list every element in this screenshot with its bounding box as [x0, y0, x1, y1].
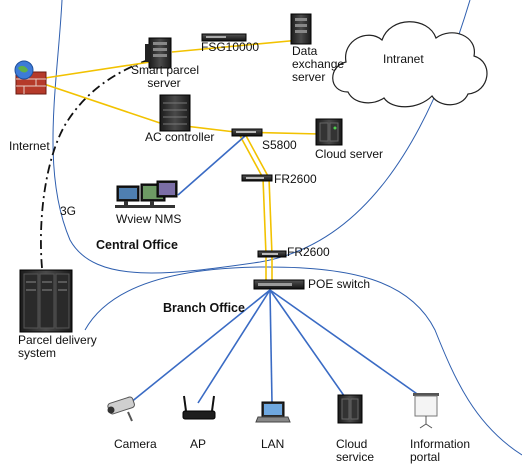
poe-switch-label: POE switch [308, 277, 371, 291]
parcel-delivery-system-label-line-2: system [18, 346, 57, 360]
data-exchange-server-label-line-2: exchange [292, 57, 345, 71]
ac-controller-icon [159, 94, 191, 132]
intranet-label: Intranet [383, 52, 424, 66]
wan-links [31, 39, 321, 282]
wview-nms-workstation-icon [115, 180, 178, 208]
poe-switch-icon [253, 279, 305, 290]
projector-screen-icon [413, 393, 439, 429]
branch-office-boundary [84, 266, 522, 456]
lan-label: LAN [261, 437, 285, 451]
fr2600-branch-label: FR2600 [287, 245, 330, 259]
smart-parcel-server-label: Smart parcel server [131, 63, 200, 90]
parcel-delivery-system-icon [19, 269, 73, 333]
fr2600-branch-router-icon [257, 250, 287, 258]
security-camera-icon [107, 396, 135, 422]
ac-controller-label: AC controller [145, 130, 215, 144]
cloud-service-label: Cloud service [336, 438, 374, 464]
lan-links [129, 135, 421, 404]
data-exchange-server-label: Data exchange server [292, 45, 344, 84]
cloud-server-icon [315, 118, 343, 146]
smart-parcel-server-label-line-1: Smart parcel [131, 63, 200, 77]
smart-parcel-server-icon [145, 37, 172, 69]
fsg10000-label: FSG10000 [201, 40, 260, 54]
data-exchange-server-label-line-3: server [292, 70, 326, 84]
data-exchange-server-label-line-1: Data [292, 44, 318, 58]
information-portal-label-line-1: Information [410, 437, 471, 451]
cloud-service-label-line-2: service [336, 450, 375, 464]
cloud-server-label: Cloud server [315, 147, 384, 161]
firewall-globe-icon [14, 60, 47, 95]
central-office-label: Central Office [96, 238, 178, 252]
branch-office-label: Branch Office [163, 301, 245, 315]
laptop-icon [255, 401, 291, 423]
parcel-delivery-system-label-line-1: Parcel delivery [18, 333, 97, 347]
s5800-switch-icon [231, 128, 263, 137]
internet-label: Internet [9, 139, 50, 153]
three-g-link [40, 55, 161, 269]
parcel-delivery-system-label: Parcel delivery system [18, 334, 97, 360]
fsg10000-device-icon [201, 33, 247, 42]
cloud-service-label-line-1: Cloud [336, 437, 368, 451]
information-portal-label-line-2: portal [410, 450, 441, 464]
s5800-label: S5800 [262, 138, 297, 152]
three-g-label: 3G [60, 204, 77, 218]
camera-label: Camera [114, 437, 157, 451]
fr2600-central-router-icon [241, 174, 273, 182]
information-portal-label: Information portal [410, 438, 470, 464]
smart-parcel-server-label-line-2: server [147, 76, 181, 90]
wireless-ap-icon [182, 395, 216, 420]
cloud-service-server-icon [337, 394, 363, 424]
intranet-cloud-icon [332, 21, 488, 108]
data-exchange-server-icon [290, 13, 312, 45]
wview-nms-label: Wview NMS [116, 212, 182, 226]
ap-label: AP [190, 437, 207, 451]
central-office-boundary [52, 0, 471, 274]
fr2600-central-label: FR2600 [274, 172, 317, 186]
